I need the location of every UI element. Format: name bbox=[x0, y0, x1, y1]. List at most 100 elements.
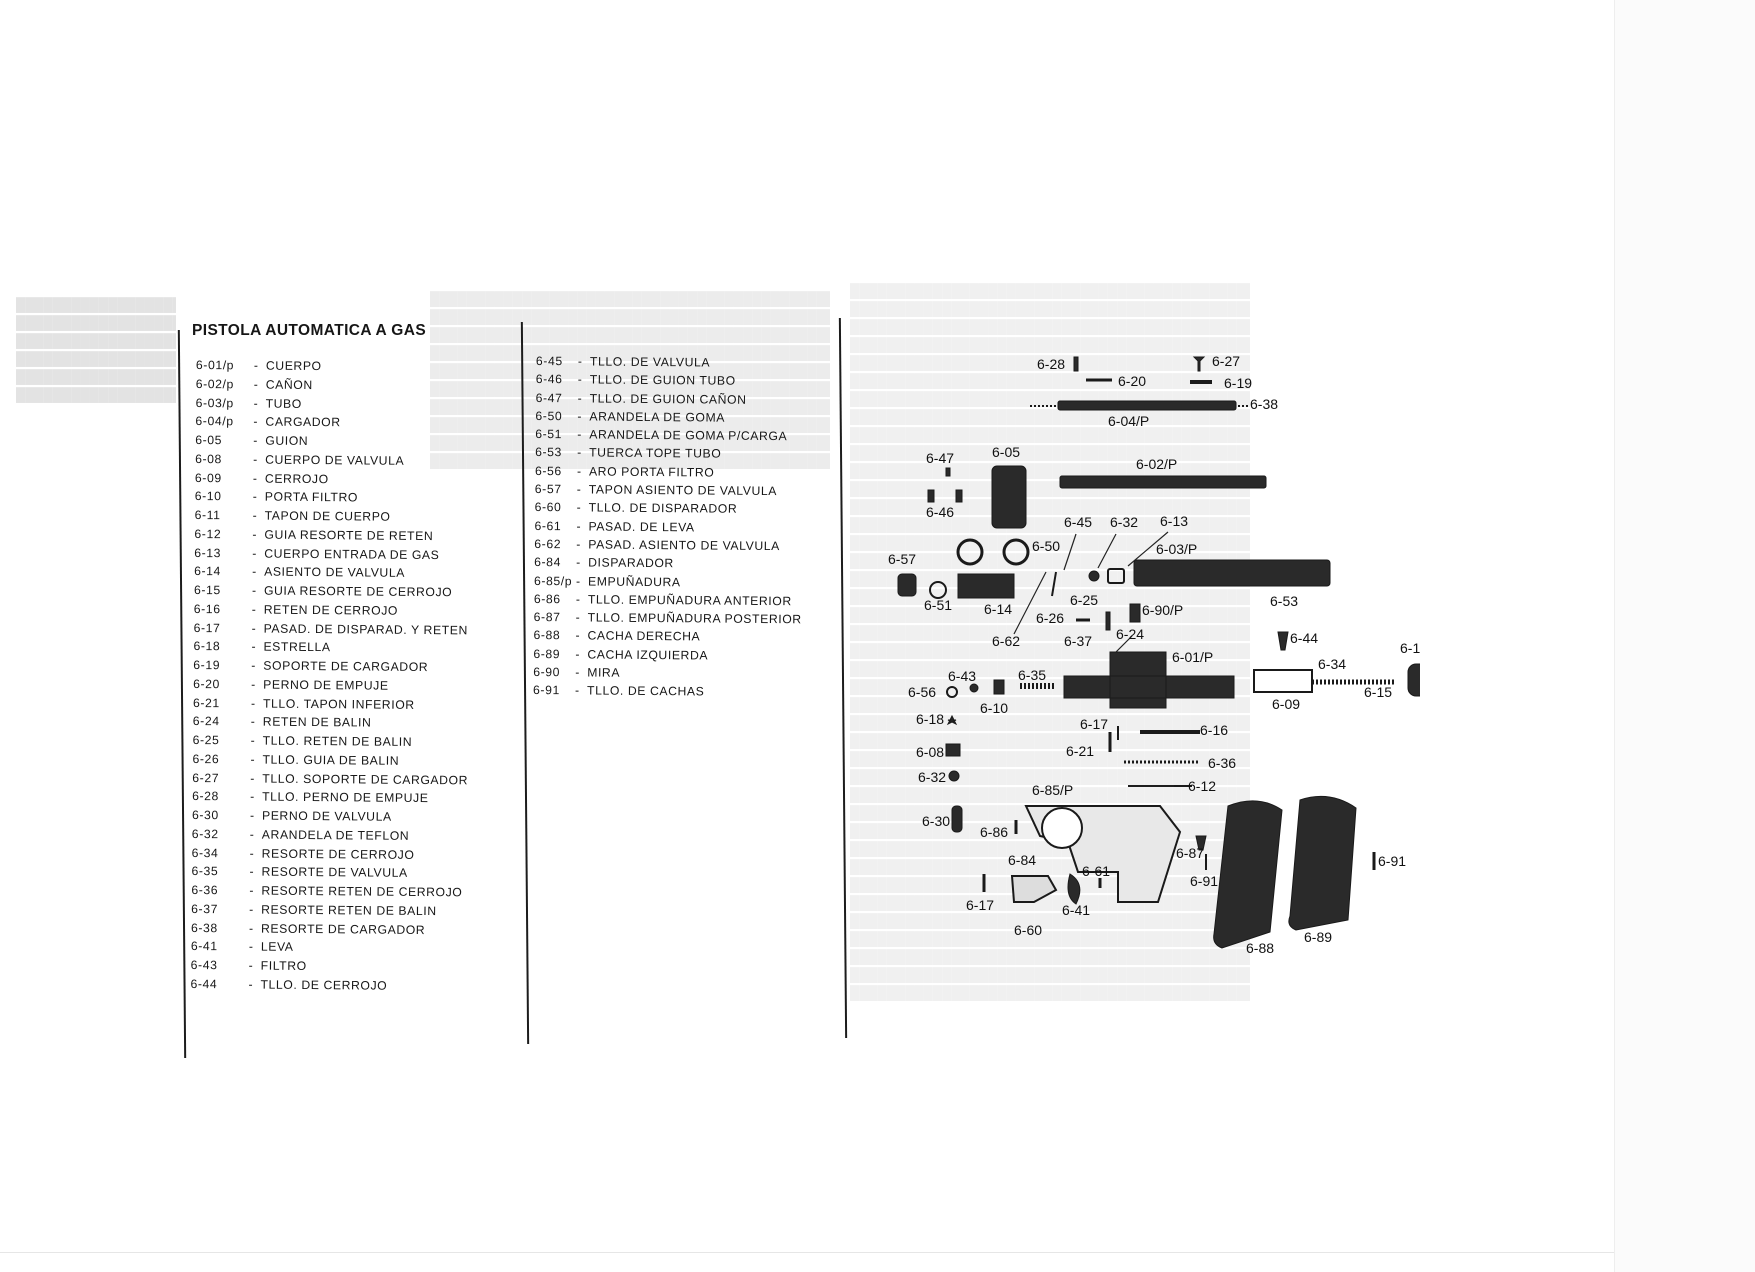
callout-labels: 6-28 6-27 6-20 6-19 6-38 6-04/P 6-47 6-0… bbox=[888, 353, 1420, 956]
part-separator: - bbox=[575, 665, 580, 680]
label-6-14: 6-14 bbox=[984, 601, 1012, 617]
part-6-11-cap bbox=[1407, 663, 1420, 697]
part-separator: - bbox=[252, 545, 258, 561]
label-6-56: 6-56 bbox=[908, 684, 936, 700]
part-code: 6-35 bbox=[191, 864, 219, 879]
part-name: CAÑON bbox=[265, 377, 313, 392]
part-separator: - bbox=[575, 610, 581, 625]
part-code: 6-44 bbox=[190, 976, 218, 991]
part-code: 6-85/p bbox=[533, 573, 573, 588]
label-6-04p: 6-04/P bbox=[1108, 413, 1149, 429]
part-name: TLLO. DE GUION TUBO bbox=[589, 372, 736, 389]
part-code: 6-90 bbox=[533, 665, 561, 680]
part-code: 6-27 bbox=[192, 770, 220, 785]
label-6-19: 6-19 bbox=[1224, 375, 1252, 391]
bleed-through-middle: ████████████████████████████████████████… bbox=[430, 291, 830, 468]
label-6-32: 6-32 bbox=[1110, 514, 1138, 530]
parts-list-row: 6-91-TLLO. DE CACHAS bbox=[533, 683, 833, 704]
part-separator: - bbox=[251, 639, 257, 654]
part-separator: - bbox=[577, 427, 583, 442]
label-6-09: 6-09 bbox=[1272, 696, 1300, 712]
part-code: 6-30 bbox=[191, 807, 219, 823]
part-code: 6-14 bbox=[194, 564, 221, 579]
part-separator: - bbox=[248, 958, 254, 973]
part-separator: - bbox=[248, 920, 254, 936]
part-name: RETEN DE BALIN bbox=[262, 714, 372, 730]
label-6-18: 6-18 bbox=[916, 711, 944, 727]
part-code: 6-16 bbox=[193, 601, 221, 616]
part-code: 6-18 bbox=[193, 639, 221, 654]
label-6-20: 6-20 bbox=[1118, 373, 1146, 389]
label-6-05: 6-05 bbox=[992, 444, 1020, 460]
part-6-89-panel-left bbox=[1288, 795, 1357, 931]
part-6-44-screw bbox=[1277, 631, 1289, 651]
part-name: MIRA bbox=[587, 665, 621, 680]
part-6-30-pin bbox=[951, 805, 963, 833]
part-6-02-barrel bbox=[1059, 475, 1267, 489]
part-name: ARANDELA DE GOMA P/CARGA bbox=[589, 427, 788, 444]
label-6-02p: 6-02/P bbox=[1136, 456, 1177, 472]
part-separator: - bbox=[249, 864, 255, 879]
part-separator: - bbox=[577, 354, 583, 369]
part-separator: - bbox=[253, 358, 259, 373]
part-name: EMPUÑADURA bbox=[587, 574, 681, 589]
part-code: 6-87 bbox=[533, 610, 561, 625]
part-code: 6-21 bbox=[192, 695, 220, 710]
part-name: ESTRELLA bbox=[263, 639, 331, 655]
part-name: TUBO bbox=[265, 396, 302, 411]
part-name: PASAD. DE DISPARAD. Y RETEN bbox=[263, 621, 468, 637]
part-code: 6-04/p bbox=[195, 414, 234, 429]
label-6-27: 6-27 bbox=[1212, 353, 1240, 369]
document-title: PISTOLA AUTOMATICA A GAS bbox=[192, 322, 427, 339]
part-code: 6-02/p bbox=[195, 376, 235, 392]
leader-6-62 bbox=[1013, 571, 1047, 635]
diagram-parts bbox=[897, 356, 1420, 949]
scan-edge bbox=[1614, 0, 1755, 1272]
part-name: TLLO. PERNO DE EMPUJE bbox=[262, 789, 429, 806]
part-code: 6-05 bbox=[195, 432, 223, 448]
label-6-08: 6-08 bbox=[916, 744, 944, 760]
part-6-09-bolt bbox=[1253, 669, 1313, 693]
part-separator: - bbox=[576, 464, 582, 479]
leader-6-32 bbox=[1097, 533, 1117, 569]
label-6-57: 6-57 bbox=[888, 551, 916, 567]
label-6-25: 6-25 bbox=[1070, 592, 1098, 608]
part-code: 6-32 bbox=[191, 826, 219, 841]
part-6-08-valve-body bbox=[945, 743, 961, 757]
part-separator: - bbox=[250, 770, 256, 786]
label-6-45: 6-45 bbox=[1064, 514, 1092, 530]
part-separator: - bbox=[252, 564, 257, 579]
part-separator: - bbox=[251, 583, 257, 598]
part-name: CARGADOR bbox=[265, 414, 341, 430]
part-name: DISPARADOR bbox=[588, 555, 674, 571]
part-6-46-screw-b bbox=[955, 489, 963, 503]
label-6-35: 6-35 bbox=[1018, 667, 1046, 683]
label-6-24: 6-24 bbox=[1116, 626, 1144, 642]
part-6-84-trigger bbox=[1010, 875, 1058, 903]
part-name: TLLO. DE CERROJO bbox=[260, 977, 388, 993]
part-name: CUERPO bbox=[265, 358, 322, 374]
label-6-87: 6-87 bbox=[1176, 845, 1204, 861]
part-name: RESORTE DE CERROJO bbox=[261, 846, 415, 862]
label-6-11: 6-11 bbox=[1400, 640, 1420, 656]
part-code: 6-15 bbox=[193, 582, 221, 598]
part-code: 6-91 bbox=[533, 683, 560, 698]
part-6-04-magazine bbox=[1057, 400, 1237, 411]
label-6-85p: 6-85/P bbox=[1032, 782, 1073, 798]
part-separator: - bbox=[253, 414, 259, 429]
part-separator: - bbox=[249, 827, 255, 842]
part-code: 6-19 bbox=[193, 657, 221, 673]
part-name: RESORTE DE CARGADOR bbox=[260, 921, 426, 937]
part-name: ARANDELA DE TEFLON bbox=[261, 827, 410, 843]
part-separator: - bbox=[248, 939, 254, 954]
part-name: TAPON DE CUERPO bbox=[264, 508, 391, 524]
part-6-28-screw bbox=[1073, 356, 1079, 372]
part-code: 6-86 bbox=[533, 591, 561, 607]
part-code: 6-24 bbox=[192, 714, 220, 729]
leader-6-24 bbox=[1115, 635, 1133, 653]
part-6-51-washer bbox=[929, 581, 947, 599]
label-6-32b: 6-32 bbox=[918, 769, 946, 785]
part-separator: - bbox=[575, 647, 581, 662]
part-separator: - bbox=[250, 733, 256, 748]
